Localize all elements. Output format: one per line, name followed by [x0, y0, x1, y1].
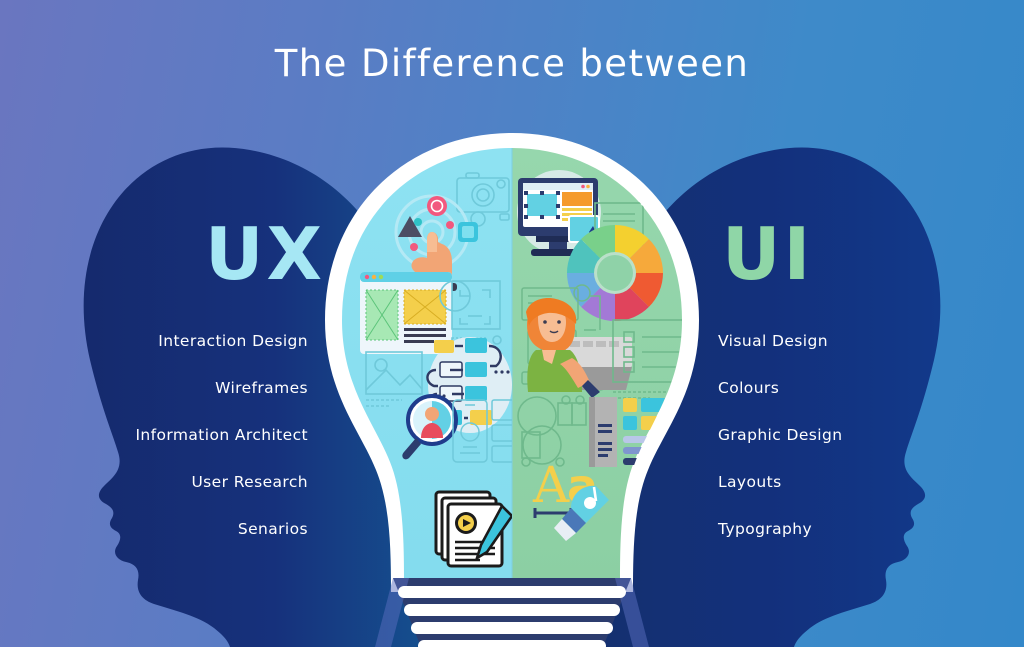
typography-aa-pen-icon: A a: [532, 456, 609, 541]
ui-heading: UI: [722, 212, 814, 296]
lightbulb-base: [375, 578, 649, 647]
list-item: Colours: [718, 379, 780, 397]
document-video-pencil-icon: [434, 490, 512, 568]
list-item: Layouts: [718, 473, 782, 491]
designer-person-computer-icon: [526, 298, 632, 398]
mobile-mockup-outline-icon: [452, 399, 512, 463]
svg-text:A: A: [532, 456, 570, 514]
magnifier-user-research-icon: [402, 394, 458, 460]
list-item: Typography: [718, 520, 813, 538]
crop-frame-outline-icon: [439, 280, 502, 345]
list-item: Senarios: [237, 520, 308, 538]
image-placeholder-outline-icon: [365, 351, 423, 407]
list-item: Graphic Design: [718, 426, 843, 444]
color-wheel-icon: [567, 225, 663, 321]
monitor-design-app-icon: [517, 170, 602, 256]
list-item: Wireframes: [215, 379, 308, 397]
list-item: Visual Design: [718, 332, 828, 350]
ui-feature-list: Visual Design Colours Graphic Design Lay…: [718, 332, 978, 569]
wireframe-browser-icon: [360, 272, 452, 354]
list-item: User Research: [191, 473, 308, 491]
list-item: Information Architect: [135, 426, 308, 444]
list-item: Interaction Design: [158, 332, 308, 350]
ux-feature-list: Interaction Design Wireframes Informatio…: [60, 332, 308, 569]
camera-outline-icon: [456, 172, 510, 227]
page-title: The Difference between: [274, 42, 750, 85]
ux-heading: UX: [205, 212, 325, 296]
